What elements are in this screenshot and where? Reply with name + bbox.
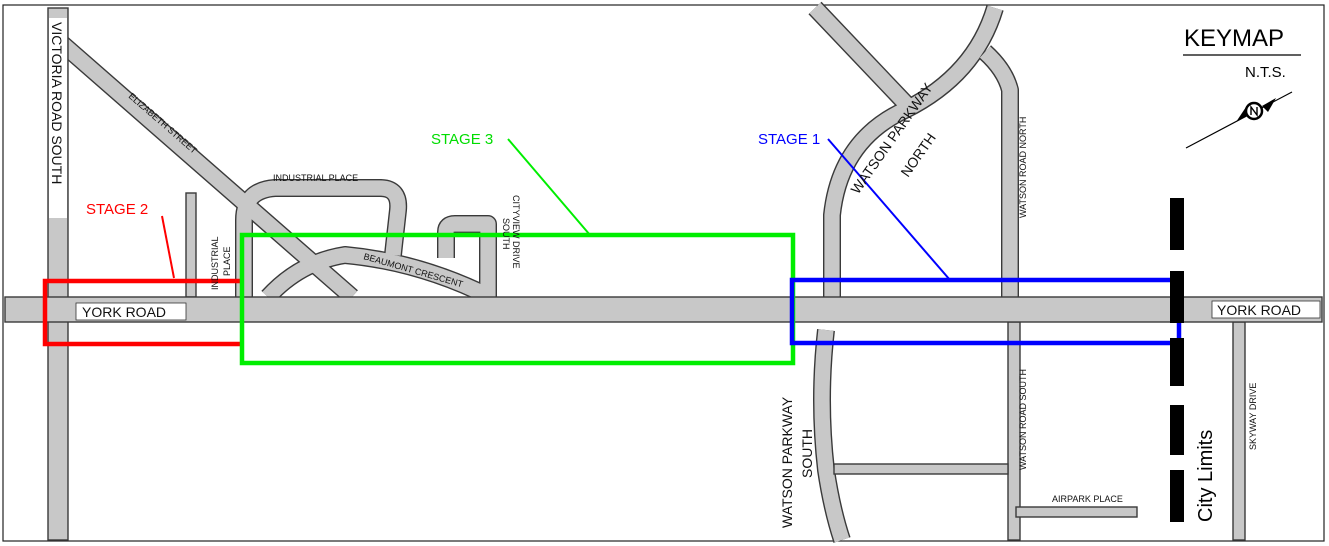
map-border — [2, 4, 1325, 542]
stage2-leader — [161, 215, 175, 279]
north-arrow-icon — [1185, 91, 1293, 149]
york-road — [4, 296, 1323, 323]
keymap-title: KEYMAP — [1184, 25, 1284, 52]
stage3-leader — [507, 138, 591, 236]
cityview-drive-label-1: CITYVIEW DRIVE — [511, 195, 521, 269]
industrial-place-side-label-1: INDUSTRIAL — [210, 236, 220, 290]
watson-parkway-south-label-1: WATSON PARKWAY — [779, 396, 795, 528]
stage2-box — [42, 278, 240, 347]
york-road-label-east: YORK ROAD — [1217, 302, 1301, 318]
airpark-place-label: AIRPARK PLACE — [1052, 494, 1123, 504]
stage1-label: STAGE 1 — [758, 131, 820, 148]
city-limits-label: City Limits — [1195, 430, 1217, 522]
keymap-scale: N.T.S. — [1245, 64, 1286, 81]
skyway-drive-label: SKYWAY DRIVE — [1248, 383, 1258, 450]
keymap-title-block: KEYMAP N.T.S. — [1183, 25, 1301, 81]
watson-parkway-south-label-2: SOUTH — [799, 429, 815, 478]
stage3-label: STAGE 3 — [431, 131, 493, 148]
stage2-label: STAGE 2 — [86, 201, 148, 218]
road-network — [4, 1, 1323, 543]
industrial-place-label: INDUSTRIAL PLACE — [273, 173, 358, 183]
watson-road-south-label: WATSON ROAD SOUTH — [1018, 369, 1028, 470]
industrial-place-side-label-2: PLACE — [222, 246, 232, 276]
cityview-drive-label-2: SOUTH — [501, 218, 511, 250]
victoria-road-label: VICTORIA ROAD SOUTH — [49, 22, 65, 184]
stage1-leader — [827, 138, 951, 281]
york-road-label-west: YORK ROAD — [82, 304, 166, 320]
city-limits-line — [1170, 198, 1184, 522]
watson-road-north-label: WATSON ROAD NORTH — [1018, 117, 1028, 218]
